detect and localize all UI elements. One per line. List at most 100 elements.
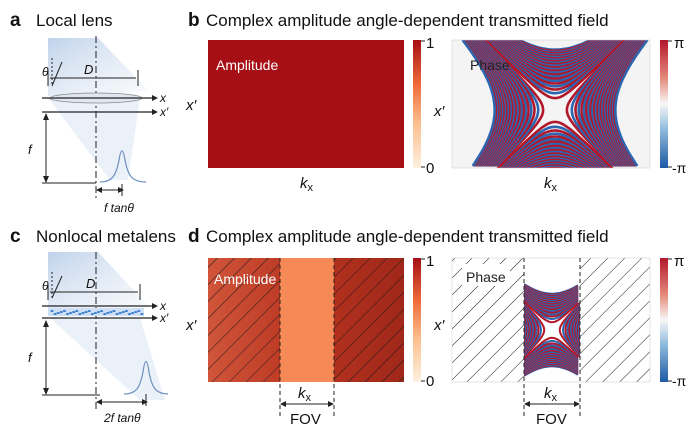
meta-atom [106,312,110,314]
phase-label: Phase [470,57,510,73]
f-label: f [28,142,33,157]
shift-arrow-tail [96,399,102,405]
shift-arrow-head [118,187,124,193]
phase-fringe [524,306,580,354]
meta-atom [134,311,138,313]
meta-atom [81,312,85,314]
phase-fringe [524,298,579,362]
transmitted-beam [50,318,165,400]
amplitude-colorbar [413,258,421,382]
amp-cb-min: 0 [426,160,434,177]
theta-label: θ [42,65,49,79]
meta-atom [96,311,101,313]
meta-atom [137,310,141,312]
phase-map-border [451,39,651,169]
xprime-axis-arrow [152,315,158,321]
meta-atom [59,311,63,313]
fov-label: FOV [536,411,567,428]
amplitude-label: Amplitude [216,57,278,73]
phase-fringe [524,303,580,357]
panel-d: d Complex amplitude angle-dependent tran… [185,226,687,428]
shift-label: 2f tanθ [103,411,141,425]
phase-fringe [492,40,618,168]
phase-colorbar [660,258,668,382]
meta-atom [109,311,113,313]
phase-xlabel: kx [544,385,558,404]
f-arrow-bottom [43,388,49,395]
x-label: x [159,91,167,105]
phase-map-border [451,257,651,383]
nonlocal-metasurface [48,308,144,316]
meta-atom [72,311,76,313]
phase-fov-fringes [524,283,580,377]
panel-a-letter: a [10,10,21,31]
amp-xlabel: kx [298,385,312,404]
x-axis-arrow [152,95,158,101]
phase-cb-max: π [674,253,684,270]
refracted-beam [48,98,140,180]
incident-beam [48,38,148,96]
panel-d-title: Complex amplitude angle-dependent transm… [206,227,609,246]
phase-cb-max: π [674,35,684,52]
panel-b-letter: b [188,10,200,31]
fov-label: FOV [290,411,321,428]
meta-atom [93,312,97,314]
fov-arrow-left [280,401,286,407]
phase-fringe [491,40,619,168]
focal-spot [99,150,147,183]
phase-map-fringes [461,40,649,168]
d-label: D [84,62,93,77]
panel-d-letter: d [188,226,200,247]
phase-fringe [496,40,614,168]
phase-fringe [501,40,609,168]
meta-atom [69,312,73,314]
panel-c-title: Nonlocal metalens [36,227,176,246]
phase-fringe [503,40,606,168]
meta-atom [65,313,70,315]
panel-b: b Complex amplitude angle-dependent tran… [185,10,687,194]
meta-atom [121,311,125,313]
phase-fringe [524,310,580,350]
theta-ray-line [51,61,63,87]
meta-atom [84,311,88,313]
phase-fringe [497,40,613,168]
phase-fringe [502,40,608,168]
f-arrow-top [43,320,49,327]
phase-fringe [494,40,615,168]
shift-arrow-tail [96,187,102,193]
phase-fringe [524,299,579,361]
amplitude-hatch-left [208,258,280,382]
incident-beam [48,252,150,312]
amp-xlabel: kx [300,175,314,194]
meta-atom [103,313,107,315]
phase-fringe [524,302,580,358]
meta-atom [127,313,132,315]
amplitude-fov-region [280,258,334,382]
phase-label-bg [462,264,510,286]
meta-atom [87,310,91,312]
phase-fringe [524,305,580,355]
meta-atom [53,313,57,315]
xprime-label: x′ [159,105,169,119]
amplitude-colorbar [413,40,421,168]
phase-cb-min: -π [672,160,687,176]
phase-colorbar [660,40,668,168]
phase-fringe [461,40,649,167]
focal-spot [123,360,169,395]
amp-ylabel: x′ [185,97,198,114]
meta-atom [56,312,60,314]
phase-fringe [484,40,626,168]
phase-fringe [524,312,580,348]
amplitude-hatch-right [334,258,404,382]
meta-atom [75,310,79,312]
phase-ylabel: x′ [433,103,446,120]
meta-atom [50,310,54,312]
phase-fringe [524,301,580,359]
phase-fringe [498,40,612,168]
phase-xlabel: kx [544,175,558,194]
xprime-axis-arrow [152,109,158,115]
amplitude-label: Amplitude [214,271,276,287]
phase-ylabel: x′ [433,317,446,334]
fov-arrow-left [524,401,530,407]
